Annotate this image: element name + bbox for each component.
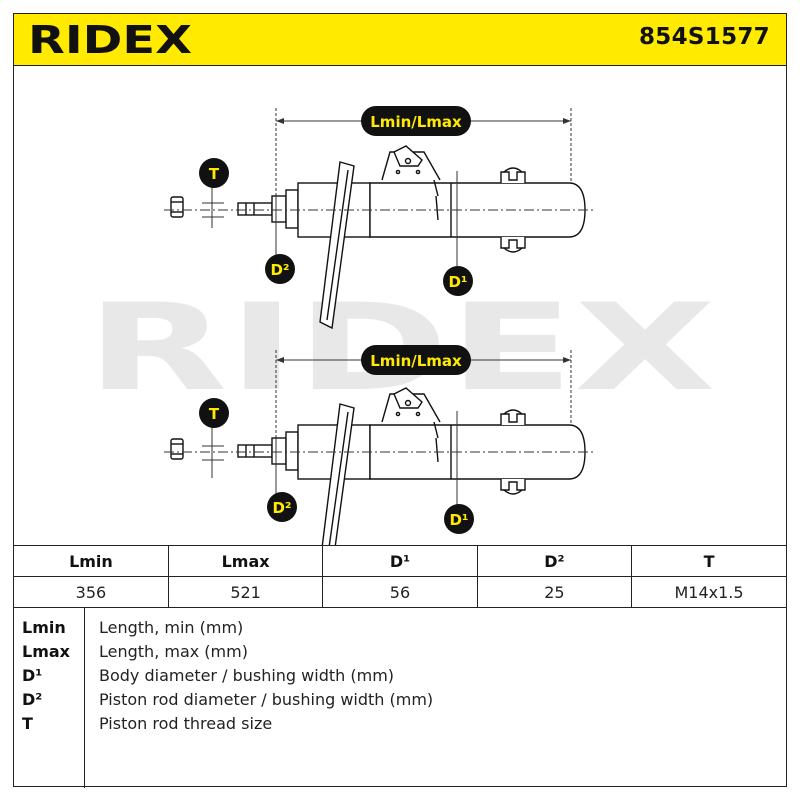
legend-desc: Body diameter / bushing width (mm) — [99, 666, 395, 685]
badge-body-diameter-bottom: D¹ — [444, 504, 474, 534]
badge-body-diameter-top: D¹ — [443, 266, 473, 296]
legend-item: D¹ Body diameter / bushing width (mm) — [14, 666, 786, 690]
legend-desc: Length, min (mm) — [99, 618, 244, 637]
spec-header-row: Lmin Lmax D¹ D² T — [14, 545, 786, 577]
legend-item: Lmax Length, max (mm) — [14, 642, 786, 666]
spec-header-t: T — [631, 545, 786, 577]
spec-table: Lmin Lmax D¹ D² T 356 521 56 25 M14x1.5 — [14, 545, 786, 608]
svg-text:D²: D² — [272, 499, 291, 517]
spec-header-lmin: Lmin — [14, 545, 169, 577]
spec-value-lmin: 356 — [14, 576, 169, 608]
legend-key: T — [22, 714, 33, 733]
header-bar: RIDEX 854S1577 — [14, 14, 786, 66]
strut-top: Lmin/Lmax T D² D¹ — [164, 106, 594, 329]
legend-key: Lmin — [22, 618, 66, 637]
legend-desc: Length, max (mm) — [99, 642, 248, 661]
badge-rod-diameter-top: D² — [265, 254, 295, 284]
spec-header-lmax: Lmax — [167, 545, 324, 577]
svg-text:D²: D² — [270, 261, 289, 279]
ridex-logo: RIDEX — [28, 22, 192, 58]
svg-text:Lmin/Lmax: Lmin/Lmax — [370, 352, 462, 370]
legend-desc: Piston rod diameter / bushing width (mm) — [99, 690, 434, 709]
legend-key: D² — [22, 690, 43, 709]
spec-value-d2: 25 — [476, 576, 633, 608]
svg-text:T: T — [209, 405, 220, 423]
brand-text: RIDEX — [28, 22, 192, 58]
legend-item: T Piston rod thread size — [14, 714, 786, 738]
legend-item: Lmin Length, min (mm) — [14, 618, 786, 642]
legend-key: D¹ — [22, 666, 43, 685]
svg-text:T: T — [209, 165, 220, 183]
legend: Lmin Length, min (mm) Lmax Length, max (… — [14, 608, 786, 788]
diagram-canvas: RIDEX — [86, 106, 716, 546]
part-number: 854S1577 — [639, 24, 770, 50]
svg-text:D¹: D¹ — [448, 273, 467, 291]
legend-divider — [84, 608, 85, 788]
badge-thread-bottom: T — [199, 398, 229, 428]
badge-length-top: Lmin/Lmax — [361, 106, 471, 136]
datasheet: RIDEX 854S1577 — [13, 13, 787, 788]
badge-thread-top: T — [199, 158, 229, 188]
svg-text:D¹: D¹ — [449, 511, 468, 529]
badge-rod-diameter-bottom: D² — [267, 492, 297, 522]
spec-value-lmax: 521 — [167, 576, 324, 608]
spec-value-d1: 56 — [322, 576, 478, 608]
spec-header-d2: D² — [476, 545, 633, 577]
legend-item: D² Piston rod diameter / bushing width (… — [14, 690, 786, 714]
spec-value-t: M14x1.5 — [631, 576, 786, 608]
svg-text:Lmin/Lmax: Lmin/Lmax — [370, 113, 462, 131]
legend-key: Lmax — [22, 642, 70, 661]
shock-absorber-diagram: RIDEX — [14, 66, 786, 546]
strut-bottom: Lmin/Lmax T D² D¹ — [164, 345, 594, 546]
spec-value-row: 356 521 56 25 M14x1.5 — [14, 576, 786, 608]
badge-length-bottom: Lmin/Lmax — [361, 345, 471, 375]
spec-header-d1: D¹ — [322, 545, 478, 577]
legend-desc: Piston rod thread size — [99, 714, 273, 733]
